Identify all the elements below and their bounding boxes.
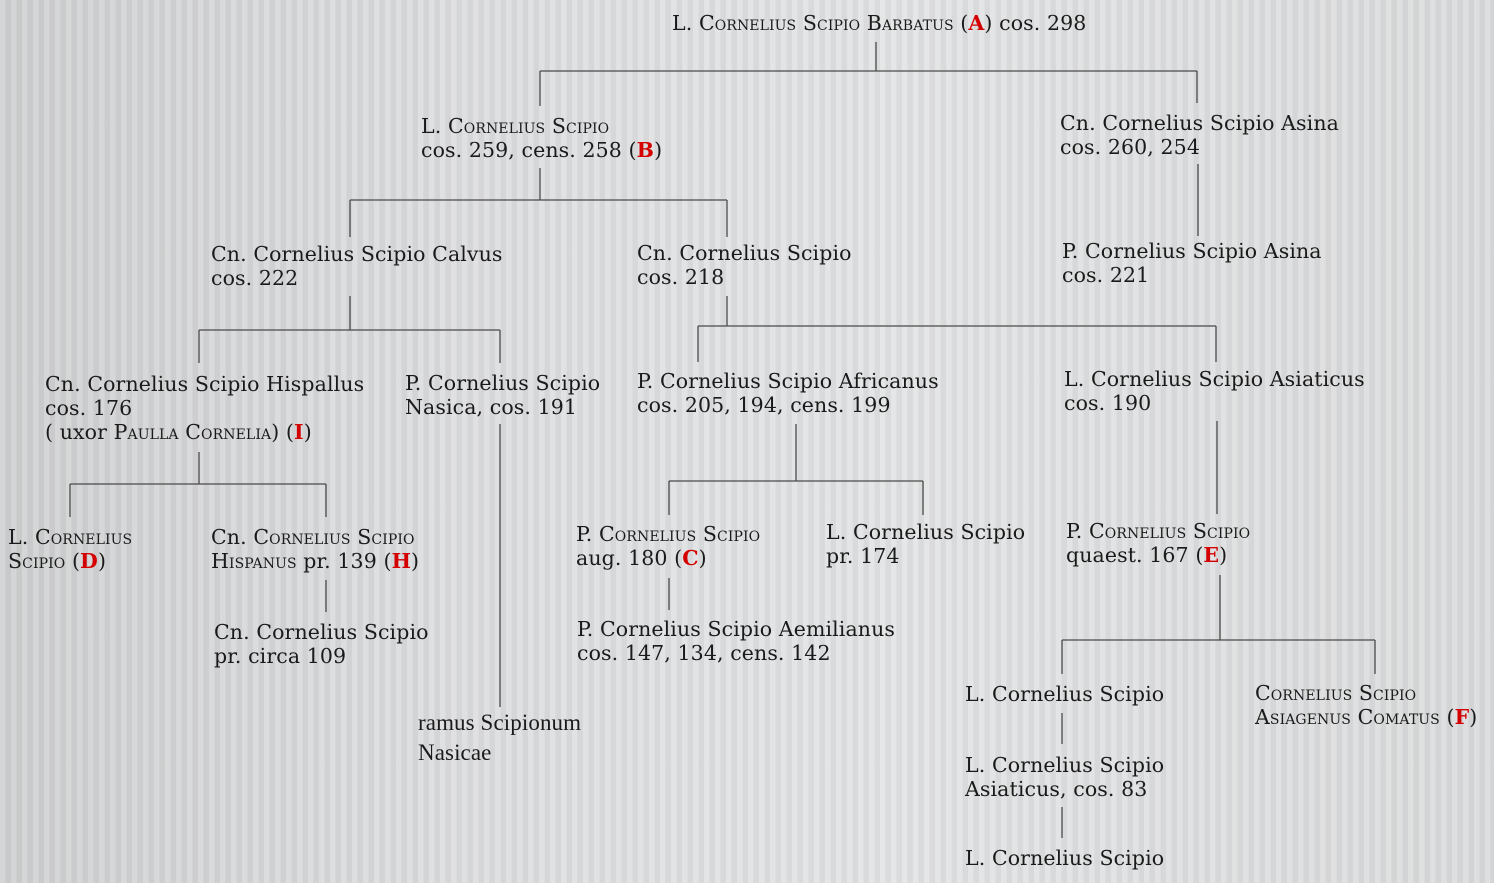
node-name: L. Cornelius Scipio — [965, 682, 1165, 706]
node-text-smallcaps: Hispanus — [211, 549, 297, 573]
node-name: Cn. Cornelius Scipio — [637, 241, 852, 265]
tag-marker: A — [968, 11, 985, 35]
node-text: aug. 180 ( — [576, 546, 683, 570]
node-text: L. — [421, 114, 448, 138]
node-name: L. Cornelius Scipio — [826, 520, 1026, 544]
node-lucius-d: L. Cornelius Scipio (D) — [8, 525, 132, 573]
node-publius-e: P. Cornelius Scipio quaest. 167 (E) — [1066, 519, 1250, 567]
node-text: L. — [672, 11, 699, 35]
node-text: ) — [1469, 705, 1478, 729]
tag-marker: H — [391, 549, 412, 573]
node-africanus: P. Cornelius Scipio Africanus cos. 205, … — [637, 369, 939, 417]
node-office: cos. 190 — [1064, 391, 1152, 415]
node-lucius174: L. Cornelius Scipio pr. 174 — [826, 520, 1025, 568]
node-text-smallcaps: Cornelius — [34, 525, 133, 549]
node-office: cos. 222 — [211, 266, 299, 290]
node-office: pr. 174 — [826, 544, 900, 568]
node-name: L. Cornelius Scipio Asiaticus — [1064, 367, 1365, 391]
node-name: ramus Scipionum — [418, 710, 582, 735]
node-text: P. — [576, 522, 599, 546]
node-name: Nasicae — [418, 740, 492, 765]
node-office: cos. 221 — [1062, 263, 1150, 287]
node-name: L. Cornelius Scipio — [965, 846, 1165, 870]
node-text-smallcaps: Cornelius Scipio — [1088, 519, 1251, 543]
node-text-smallcaps: Cornelius Scipio — [598, 522, 761, 546]
node-name: P. Cornelius Scipio Asina — [1062, 239, 1322, 263]
tag-marker: F — [1454, 705, 1470, 729]
node-asiaticus: L. Cornelius Scipio Asiaticus cos. 190 — [1064, 367, 1365, 415]
node-hispanus: Cn. Cornelius Scipio Hispanus pr. 139 (H… — [211, 525, 419, 573]
node-text-smallcaps: Paulla Cornelia — [113, 420, 272, 444]
tag-marker: I — [294, 420, 304, 444]
node-office: Nasica, cos. 191 — [405, 395, 578, 419]
node-text: ) ( — [271, 420, 294, 444]
node-text: pr. 139 ( — [296, 549, 392, 573]
node-text-smallcaps: Cornelius Scipio — [253, 525, 415, 549]
node-office: Asiaticus, cos. 83 — [965, 777, 1148, 801]
node-text: ) — [97, 549, 107, 573]
node-office: cos. 176 — [45, 396, 133, 420]
node-text: ) — [698, 546, 707, 570]
node-lucius-s2: L. Cornelius Scipio — [965, 846, 1164, 870]
node-lucius-b: L. Cornelius Scipio cos. 259, cens. 258 … — [421, 114, 662, 162]
tag-marker: C — [682, 546, 699, 570]
node-lucius-s1: L. Cornelius Scipio — [965, 682, 1164, 706]
node-comatus: Cornelius Scipio Asiagenus Comatus (F) — [1255, 681, 1477, 729]
node-asiaticus83: L. Cornelius Scipio Asiaticus, cos. 83 — [965, 753, 1164, 801]
node-name: Cn. Cornelius Scipio — [214, 620, 429, 644]
node-text-smallcaps: Cornelius Scipio Barbatus — [698, 11, 954, 35]
node-text-smallcaps: Scipio — [8, 549, 66, 573]
node-text-smallcaps: Cornelius Scipio — [1255, 681, 1417, 705]
node-text: cos. 259, cens. 258 ( — [421, 138, 637, 162]
node-office: cos. 147, 134, cens. 142 — [577, 641, 831, 665]
node-name: L. Cornelius Scipio — [965, 753, 1165, 777]
node-text: ( uxor — [45, 420, 114, 444]
node-text: quaest. 167 ( — [1066, 543, 1204, 567]
node-text: ) — [654, 138, 663, 162]
node-gnaeus109: Cn. Cornelius Scipio pr. circa 109 — [214, 620, 429, 668]
node-text: ( — [1439, 705, 1455, 729]
node-nasica: P. Cornelius Scipio Nasica, cos. 191 — [405, 371, 600, 419]
node-name: P. Cornelius Scipio Africanus — [637, 369, 939, 393]
node-asina1: Cn. Cornelius Scipio Asina cos. 260, 254 — [1060, 111, 1339, 159]
tag-marker: D — [80, 549, 98, 573]
node-text-smallcaps: Cornelius Scipio — [447, 114, 610, 138]
node-text: ) — [1219, 543, 1228, 567]
node-asina2: P. Cornelius Scipio Asina cos. 221 — [1062, 239, 1322, 287]
node-name: P. Cornelius Scipio — [405, 371, 601, 395]
node-gnaeus218: Cn. Cornelius Scipio cos. 218 — [637, 241, 852, 289]
node-text: ( — [953, 11, 969, 35]
node-name: Cn. Cornelius Scipio Calvus — [211, 242, 503, 266]
node-name: Cn. Cornelius Scipio Asina — [1060, 111, 1339, 135]
node-text: ( — [65, 549, 81, 573]
node-name: P. Cornelius Scipio Aemilianus — [577, 617, 895, 641]
tag-marker: B — [636, 138, 655, 162]
node-text: ) — [303, 420, 312, 444]
node-text: P. — [1066, 519, 1089, 543]
node-ramus-nasicae: ramus Scipionum Nasicae — [418, 708, 581, 768]
node-office: cos. 260, 254 — [1060, 135, 1200, 159]
node-aemilianus: P. Cornelius Scipio Aemilianus cos. 147,… — [577, 617, 895, 665]
node-text-smallcaps: Asiagenus Comatus — [1255, 705, 1440, 729]
node-office: cos. 218 — [637, 265, 725, 289]
node-office: pr. circa 109 — [214, 644, 347, 668]
node-calvus: Cn. Cornelius Scipio Calvus cos. 222 — [211, 242, 503, 290]
node-hispallus: Cn. Cornelius Scipio Hispallus cos. 176 … — [45, 372, 364, 444]
node-barbatus: L. Cornelius Scipio Barbatus (A) cos. 29… — [672, 11, 1086, 35]
node-text: Cn. — [211, 525, 254, 549]
node-publius-c: P. Cornelius Scipio aug. 180 (C) — [576, 522, 760, 570]
node-text: ) — [411, 549, 420, 573]
tag-marker: E — [1203, 543, 1220, 567]
node-text: L. — [8, 525, 35, 549]
node-office: cos. 205, 194, cens. 199 — [637, 393, 891, 417]
node-text: ) cos. 298 — [984, 11, 1087, 35]
node-name: Cn. Cornelius Scipio Hispallus — [45, 372, 365, 396]
